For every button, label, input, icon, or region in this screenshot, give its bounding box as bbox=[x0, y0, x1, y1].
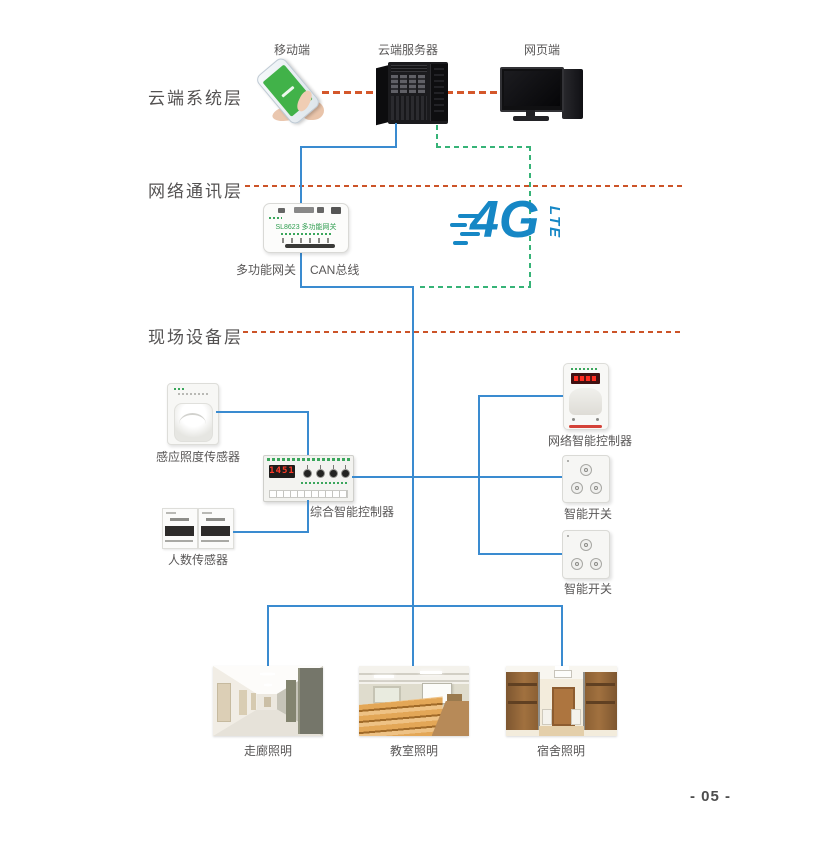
people-sensor-icon bbox=[162, 508, 234, 549]
green-link bbox=[436, 146, 531, 148]
connection-line bbox=[267, 605, 269, 666]
connection-line bbox=[561, 605, 563, 666]
field-layer-divider bbox=[243, 331, 682, 333]
central-controller-label: 综合智能控制器 bbox=[310, 505, 395, 519]
connection-line bbox=[307, 500, 309, 533]
dorm-label: 宿舍照明 bbox=[536, 744, 585, 758]
gateway-device-icon: SL8623 多功能网关 bbox=[263, 203, 349, 253]
corridor-photo bbox=[213, 666, 323, 736]
server-label: 云端服务器 bbox=[377, 43, 438, 57]
connection-line bbox=[395, 123, 397, 148]
mobile-phone-icon bbox=[248, 55, 332, 127]
connection-line bbox=[216, 411, 308, 413]
mobile-server-link bbox=[322, 91, 377, 94]
green-link bbox=[436, 125, 438, 148]
layer-label-network: 网络通讯层 bbox=[148, 182, 243, 201]
page-number: - 05 - bbox=[690, 788, 732, 805]
network-controller-label: 网络智能控制器 bbox=[547, 434, 632, 448]
connection-line bbox=[478, 395, 563, 397]
green-link bbox=[420, 286, 531, 288]
smart-switch-icon bbox=[562, 455, 610, 503]
smart-switch-icon bbox=[562, 530, 610, 579]
smart-switch-label-1: 智能开关 bbox=[563, 507, 612, 521]
connection-line bbox=[233, 531, 309, 533]
layer-label-field: 现场设备层 bbox=[148, 328, 243, 347]
light-sensor-icon bbox=[167, 383, 219, 445]
gateway-label: 多功能网关 bbox=[235, 263, 296, 277]
mobile-label: 移动端 bbox=[273, 43, 310, 57]
connection-line bbox=[300, 249, 302, 288]
connection-line bbox=[307, 411, 309, 455]
connection-line bbox=[300, 146, 397, 148]
connection-line bbox=[352, 476, 562, 478]
connection-line bbox=[300, 286, 414, 288]
can-bus-label: CAN总线 bbox=[310, 263, 360, 277]
smart-switch-label-2: 智能开关 bbox=[563, 582, 612, 596]
connection-line bbox=[478, 553, 562, 555]
dorm-photo bbox=[506, 666, 617, 736]
layer-label-cloud: 云端系统层 bbox=[148, 89, 243, 108]
light-sensor-label: 感应照度传感器 bbox=[155, 450, 240, 464]
corridor-label: 走廊照明 bbox=[243, 744, 292, 758]
connection-line bbox=[267, 605, 563, 607]
classroom-photo bbox=[359, 666, 469, 736]
connection-line bbox=[478, 395, 480, 555]
green-link bbox=[529, 146, 531, 288]
4g-lte-logo: 4G LTE bbox=[448, 191, 593, 264]
people-sensor-label: 人数传感器 bbox=[167, 553, 228, 567]
web-terminal-icon bbox=[500, 64, 586, 122]
connection-line bbox=[300, 146, 302, 204]
cloud-server-icon bbox=[376, 62, 448, 126]
classroom-label: 教室照明 bbox=[389, 744, 438, 758]
web-label: 网页端 bbox=[523, 43, 560, 57]
network-controller-icon bbox=[563, 363, 609, 430]
network-layer-divider bbox=[245, 185, 682, 187]
server-web-link bbox=[446, 91, 502, 94]
central-controller-icon: 1451 bbox=[263, 455, 354, 502]
